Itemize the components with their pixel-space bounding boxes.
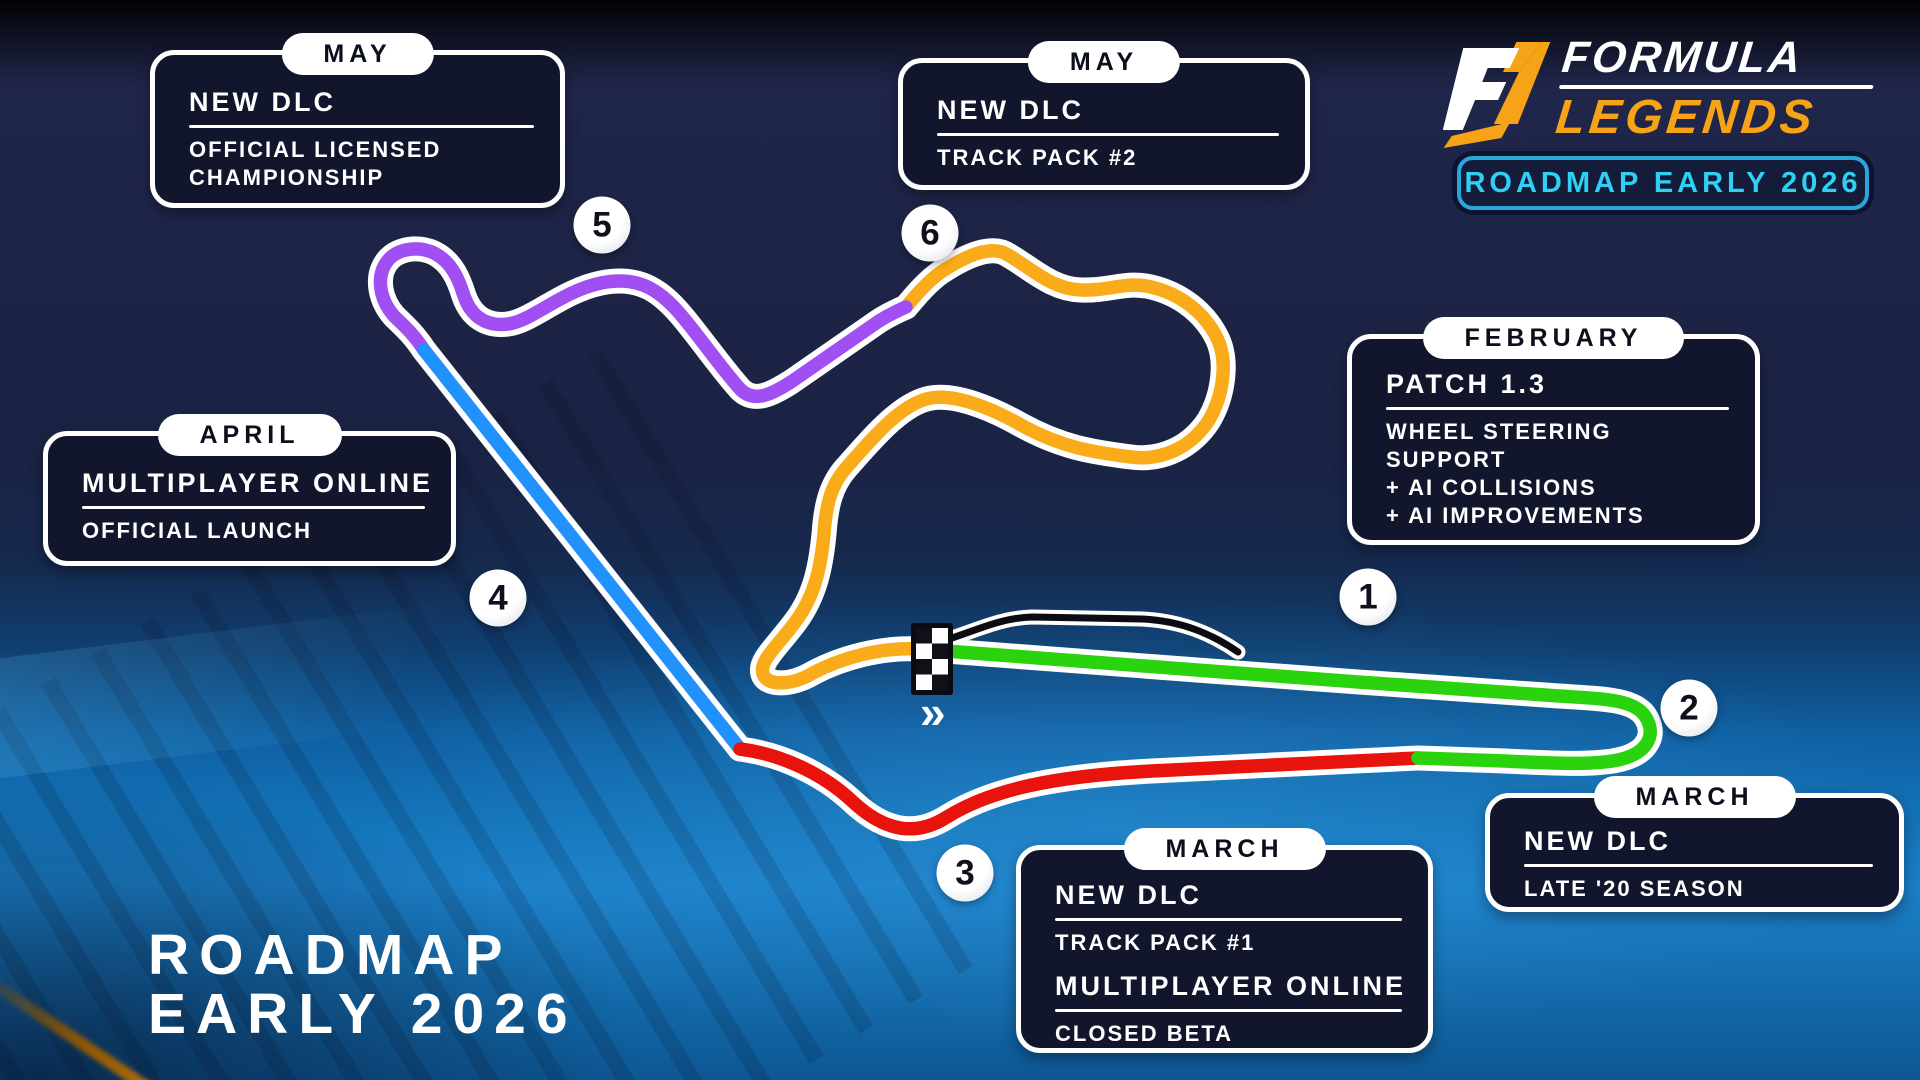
callout-line: + AI IMPROVEMENTS	[1386, 503, 1645, 528]
milestone-marker-2: 2	[1660, 679, 1718, 737]
callout-may-trackpack: MAY NEW DLC TRACK PACK #2	[898, 41, 1310, 190]
milestone-marker-6: 6	[901, 204, 959, 262]
callout-title: MULTIPLAYER ONLINE	[82, 468, 434, 498]
roadmap-early-2026-badge: ROADMAP EARLY 2026	[1457, 156, 1869, 210]
logo-legends-text: LEGENDS	[1553, 91, 1819, 144]
page-title-line2: EARLY 2026	[148, 982, 578, 1046]
callout-line: LATE '20 SEASON	[1524, 876, 1745, 901]
callout-title: NEW DLC	[1524, 826, 1671, 856]
month-pill-may: MAY	[1027, 41, 1181, 83]
milestone-marker-5: 5	[573, 196, 631, 254]
callout-line: OFFICIAL LICENSED	[189, 137, 442, 162]
page-title-line1: ROADMAP	[148, 923, 513, 987]
sector-purple-may	[373, 242, 913, 404]
callout-title: NEW DLC	[937, 95, 1084, 125]
race-direction-arrows-icon: »	[920, 686, 946, 738]
callout-line: TRACK PACK #2	[937, 145, 1138, 170]
start-finish-flag-icon	[911, 623, 953, 695]
callout-line: CLOSED BETA	[1055, 1021, 1234, 1046]
pit-lane	[948, 613, 1242, 656]
sector-orange-may	[755, 244, 1230, 690]
milestone-marker-4: 4	[469, 569, 527, 627]
divider	[1524, 864, 1873, 867]
milestone-marker-1: 1	[1339, 568, 1397, 626]
track-sectors	[373, 242, 1657, 836]
callout-title: NEW DLC	[189, 87, 336, 117]
divider	[189, 125, 534, 128]
divider	[1055, 1009, 1402, 1012]
callout-line: CHAMPIONSHIP	[189, 165, 385, 190]
f1-monogram-icon	[1443, 42, 1551, 148]
spacer	[1055, 957, 1402, 971]
month-pill-may: MAY	[281, 33, 434, 75]
milestone-marker-3: 3	[936, 844, 994, 902]
sector-green-february	[939, 644, 1657, 771]
callout-title: NEW DLC	[1055, 880, 1202, 910]
callout-february: FEBRUARY PATCH 1.3 WHEEL STEERING SUPPOR…	[1347, 317, 1760, 545]
callout-title: MULTIPLAYER ONLINE	[1055, 971, 1407, 1001]
callout-line: TRACK PACK #1	[1055, 930, 1256, 955]
divider	[82, 506, 425, 509]
callout-may-championship: MAY NEW DLC OFFICIAL LICENSED CHAMPIONSH…	[150, 33, 565, 208]
callout-march-multiplayer: MARCH NEW DLC TRACK PACK #1 MULTIPLAYER …	[1016, 828, 1433, 1053]
logo-divider	[1559, 85, 1874, 89]
month-pill-april: APRIL	[157, 414, 342, 456]
callout-line: WHEEL STEERING	[1386, 419, 1612, 444]
callout-line: OFFICIAL LAUNCH	[82, 518, 313, 543]
callout-line: SUPPORT	[1386, 447, 1507, 472]
logo-formula-text: FORMULA	[1559, 33, 1806, 82]
divider	[1386, 407, 1729, 410]
logo-wordmark: FORMULA LEGENDS	[1553, 33, 1879, 144]
divider	[937, 133, 1279, 136]
callout-april: APRIL MULTIPLAYER ONLINE OFFICIAL LAUNCH	[43, 414, 456, 566]
sector-blue-april	[417, 343, 747, 756]
month-pill-february: FEBRUARY	[1422, 317, 1685, 359]
month-pill-march: MARCH	[1123, 828, 1326, 870]
callout-title: PATCH 1.3	[1386, 369, 1548, 399]
divider	[1055, 918, 1402, 921]
callout-line: + AI COLLISIONS	[1386, 475, 1597, 500]
page-title: ROADMAP EARLY 2026	[148, 926, 578, 1044]
callout-march-dlc: MARCH NEW DLC LATE '20 SEASON	[1485, 776, 1904, 912]
sector-red-march	[733, 742, 1425, 836]
month-pill-march: MARCH	[1593, 776, 1796, 818]
